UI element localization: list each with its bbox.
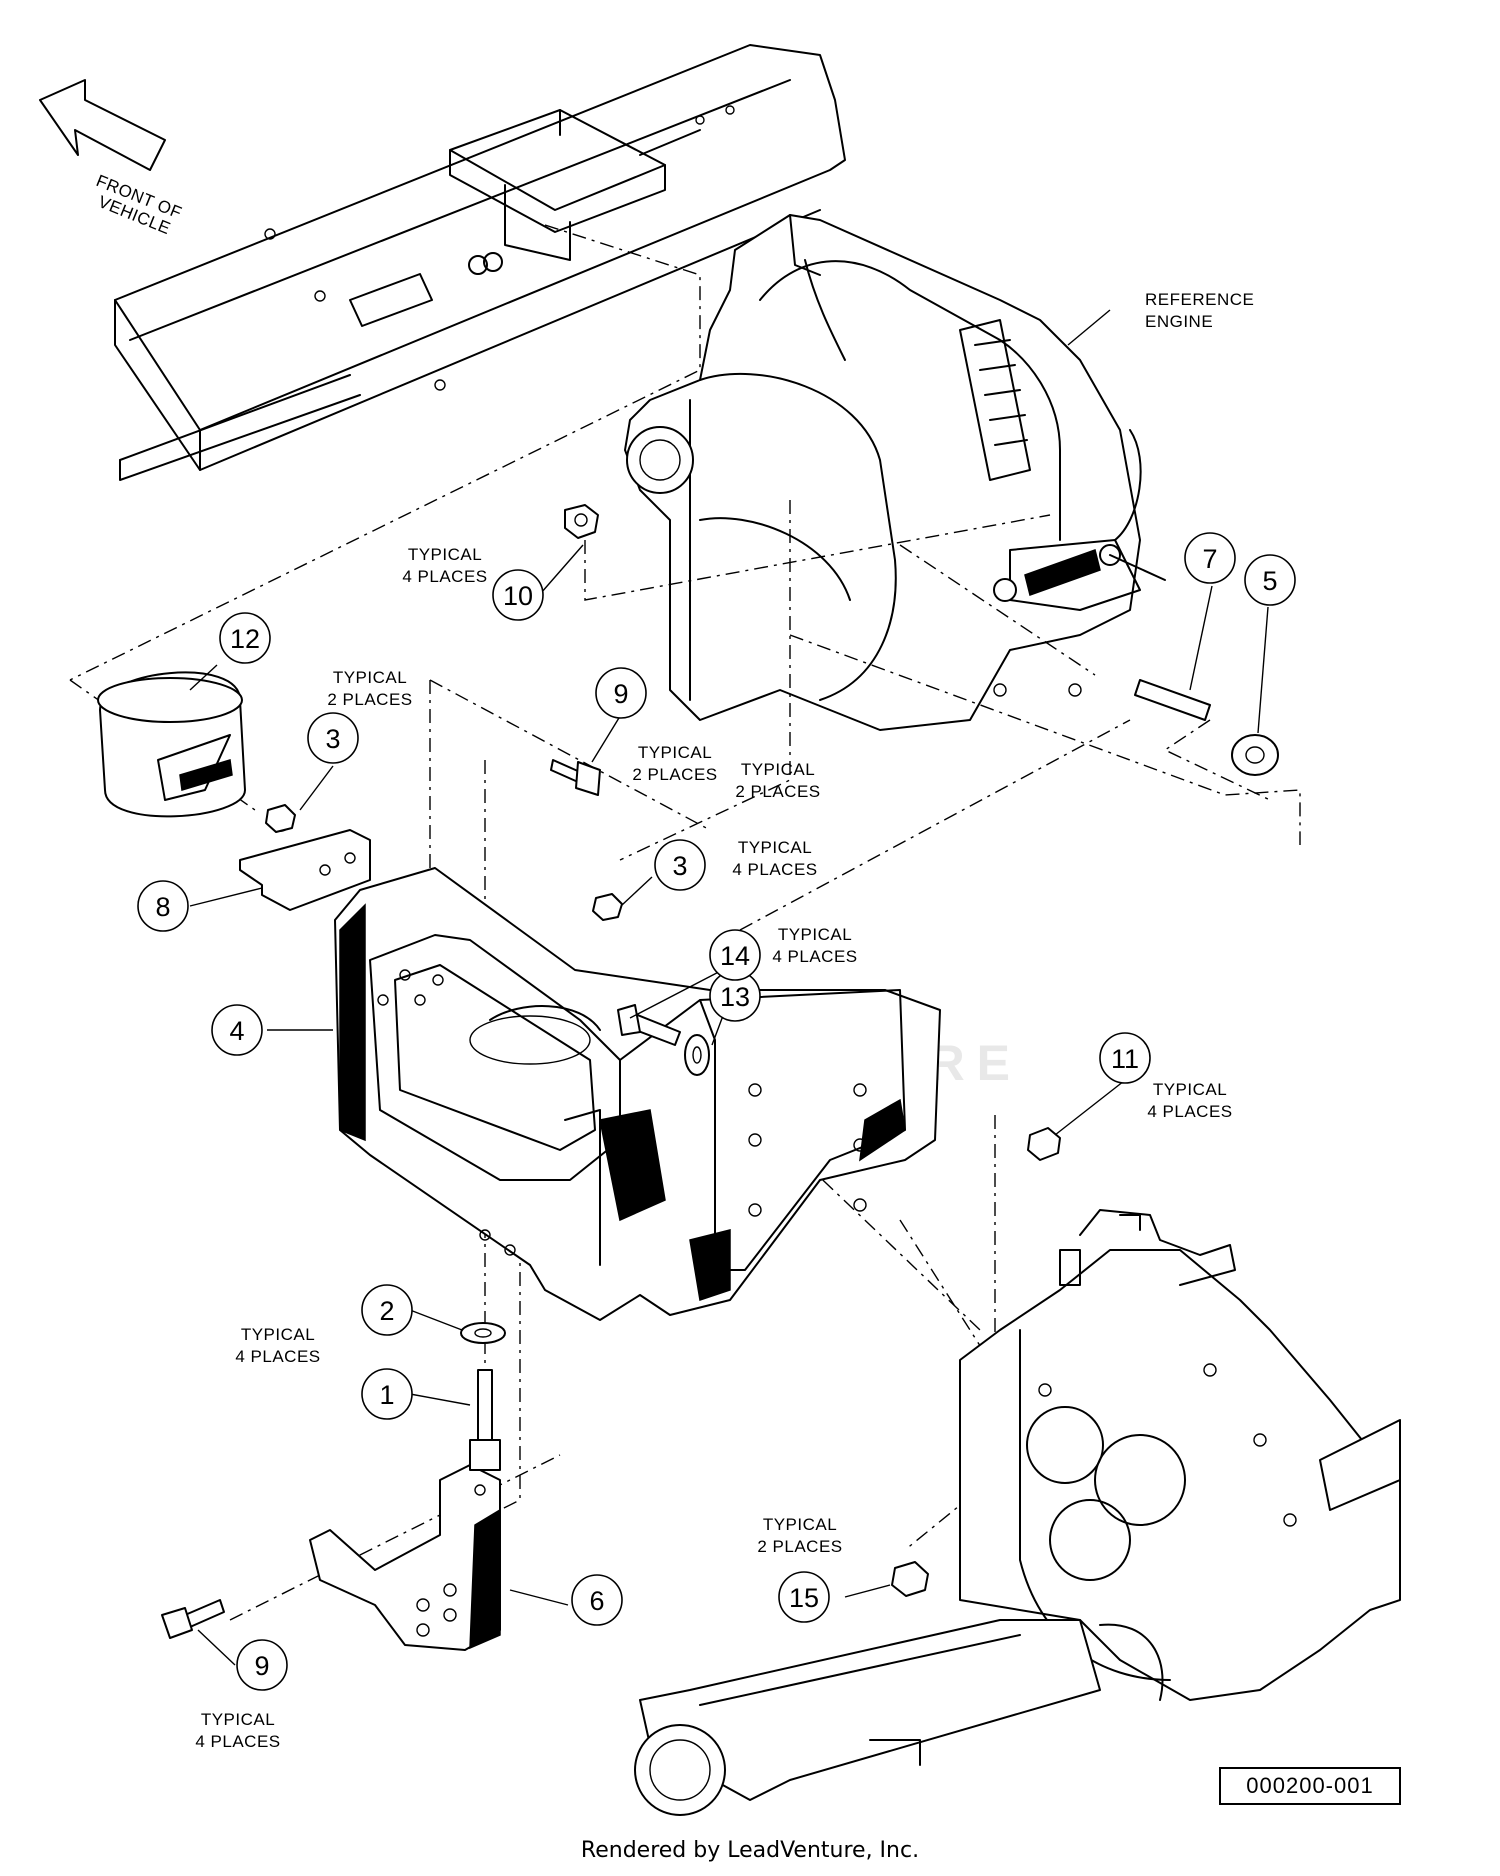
- note-typical-line: TYPICAL: [333, 668, 407, 687]
- part-4-mounting-plate: [334, 867, 941, 1321]
- note-typical-line: TYPICAL: [408, 545, 482, 564]
- callout-number: 7: [1202, 544, 1217, 574]
- reference-engine-label-line-2: ENGINE: [1145, 312, 1213, 331]
- transaxle: [634, 1209, 1401, 1816]
- callout-circle: [307, 712, 359, 764]
- note-group: TYPICAL 2 PLACES TYPICAL 4 PLACES TYPICAL 2 P…: [195, 545, 1232, 1751]
- callout-circle: [1184, 532, 1236, 584]
- callout-6: 6: [571, 1574, 623, 1626]
- callout-number: 8: [155, 892, 170, 922]
- callout-13: 13: [709, 970, 761, 1022]
- callout-circle: [595, 667, 647, 719]
- callout-circle: [778, 1571, 830, 1623]
- reference-engine-leader: [1067, 309, 1111, 346]
- callout-circle: [571, 1574, 623, 1626]
- callout-leaders: [189, 544, 1269, 1666]
- callout-number: 15: [789, 1583, 819, 1613]
- callout-number: 11: [1111, 1044, 1139, 1074]
- vehicle-frame: [114, 44, 846, 481]
- note-typical-line: TYPICAL: [638, 743, 712, 762]
- callout-1: 1: [361, 1368, 413, 1420]
- callout-9: 9: [595, 667, 647, 719]
- note-typical-line: 4 PLACES: [772, 947, 857, 966]
- callout-4: 4: [211, 1004, 263, 1056]
- note-typical-line: 2 PLACES: [327, 690, 412, 709]
- callout-7: 7: [1184, 532, 1236, 584]
- callout-3: 3: [654, 839, 706, 891]
- callout-number: 13: [720, 982, 750, 1012]
- callout-circle: [709, 929, 761, 981]
- drawing-number: 000200-001: [1219, 1767, 1401, 1805]
- callout-number: 9: [254, 1651, 269, 1681]
- part-6-lower-bracket: [309, 1464, 501, 1651]
- note-typical-line: 2 PLACES: [757, 1537, 842, 1556]
- callout-number: 9: [613, 679, 628, 709]
- note-typical-line: 4 PLACES: [732, 860, 817, 879]
- hardware: [161, 504, 1279, 1639]
- callout-number: 3: [325, 724, 340, 754]
- note-typical-line: TYPICAL: [1153, 1080, 1227, 1099]
- callout-11: 11: [1099, 1032, 1151, 1084]
- callout-8: 8: [137, 880, 189, 932]
- reference-engine: [624, 214, 1166, 731]
- note-typical-line: 4 PLACES: [235, 1347, 320, 1366]
- callout-circle: [492, 569, 544, 621]
- callout-3: 3: [307, 712, 359, 764]
- callout-9: 9: [236, 1639, 288, 1691]
- note-typical-line: TYPICAL: [741, 760, 815, 779]
- callout-circle: [236, 1639, 288, 1691]
- note-typical-line: 4 PLACES: [402, 567, 487, 586]
- callout-circle: [137, 880, 189, 932]
- callout-number: 12: [230, 624, 260, 654]
- callout-circle: [219, 612, 271, 664]
- note-typical-line: TYPICAL: [778, 925, 852, 944]
- callout-number: 5: [1262, 566, 1277, 596]
- callout-number: 1: [379, 1380, 394, 1410]
- note-typical-line: 4 PLACES: [195, 1732, 280, 1751]
- note-typical-line: TYPICAL: [241, 1325, 315, 1344]
- callout-circle: [1244, 554, 1296, 606]
- callout-number: 14: [720, 941, 750, 971]
- note-typical-line: 4 PLACES: [1147, 1102, 1232, 1121]
- callout-number: 10: [503, 581, 533, 611]
- part-8-bracket: [239, 808, 371, 911]
- callout-14: 14: [709, 929, 761, 981]
- callout-number: 4: [229, 1016, 244, 1046]
- note-typical-line: 2 PLACES: [735, 782, 820, 801]
- callout-15: 15: [778, 1571, 830, 1623]
- callout-number: 6: [589, 1586, 604, 1616]
- note-typical-line: 2 PLACES: [632, 765, 717, 784]
- callout-circle: [361, 1368, 413, 1420]
- footer-credit: Rendered by LeadVenture, Inc.: [580, 1838, 920, 1863]
- note-typical-line: TYPICAL: [201, 1710, 275, 1729]
- callout-circle: [654, 839, 706, 891]
- callout-circle: [1099, 1032, 1151, 1084]
- callout-number: 2: [379, 1296, 394, 1326]
- reference-engine-label-line-1: REFERENCE: [1145, 290, 1254, 309]
- note-typical-line: TYPICAL: [738, 838, 812, 857]
- callout-5: 5: [1244, 554, 1296, 606]
- callout-2: 2: [361, 1284, 413, 1336]
- callout-10: 10: [492, 569, 544, 621]
- note-typical-line: TYPICAL: [763, 1515, 837, 1534]
- part-12-rubber-mount: [97, 671, 246, 818]
- callout-circle: [361, 1284, 413, 1336]
- callout-number: 3: [672, 851, 687, 881]
- callout-circle: [211, 1004, 263, 1056]
- front-of-vehicle-arrow: FRONT OF VEHICLE: [39, 79, 185, 238]
- callout-12: 12: [219, 612, 271, 664]
